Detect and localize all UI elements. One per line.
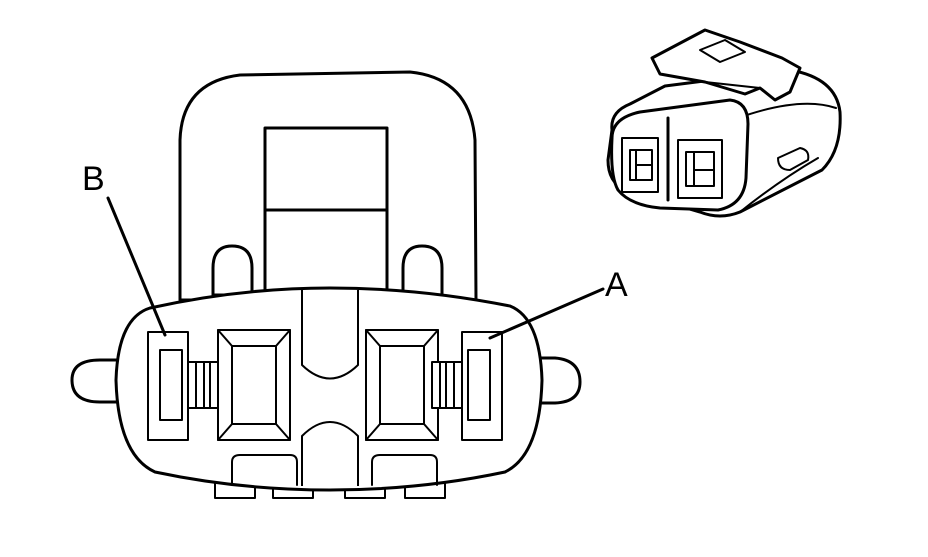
connector-isometric-view [606,28,842,218]
iso-side-peg [777,147,810,171]
terminal-cavity-b [217,329,291,441]
top-bump-right [401,244,444,297]
center-keyway [301,290,359,486]
callout-b: B [82,160,167,337]
iso-latch [650,28,802,102]
label-terminal-a: A [605,266,628,304]
bottom-slot-left [231,454,298,486]
connector-face-view [70,70,582,499]
bottom-slot-right [371,454,438,486]
callout-a: A [488,266,628,340]
iso-cavity-right [677,139,723,199]
top-bump-left [211,244,254,297]
terminal-a-latch [431,331,503,441]
terminal-b-latch [147,331,219,441]
terminal-cavity-a [365,329,439,441]
label-terminal-b: B [82,160,105,198]
locking-tab [263,126,389,298]
iso-cavity-left [621,137,659,193]
